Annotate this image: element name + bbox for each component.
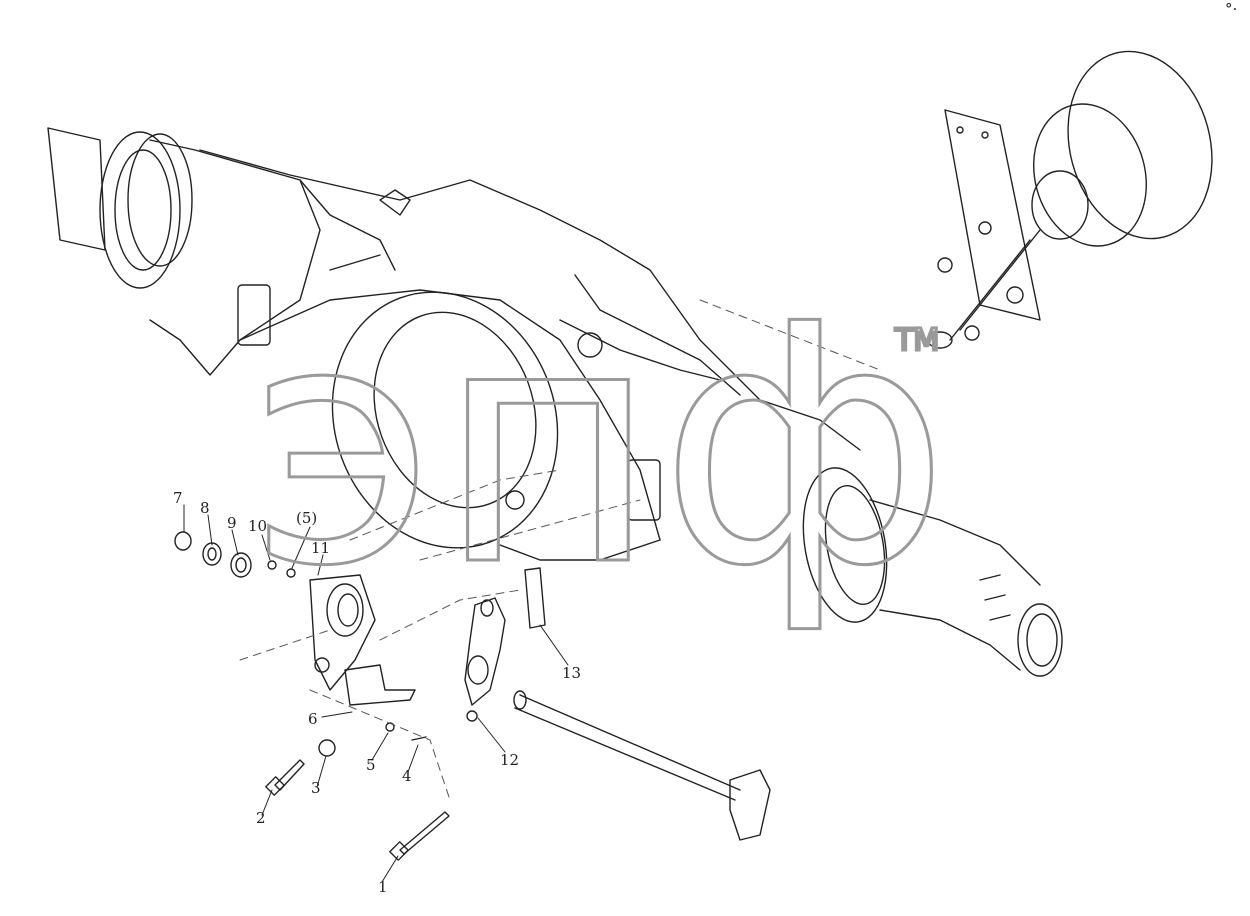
callout-1: 1	[378, 878, 388, 896]
slack-adjuster	[309, 574, 416, 706]
part-9-washer	[230, 552, 252, 578]
part-10-nut	[267, 560, 277, 570]
callout-5: 5	[366, 756, 376, 774]
left-axle-tube	[47, 127, 321, 376]
part-1-bolt	[399, 811, 450, 855]
callout-6: 6	[308, 710, 318, 728]
callout-8: 8	[200, 499, 210, 517]
part-7-ring	[174, 531, 192, 551]
callout-4: 4	[402, 767, 412, 785]
part-13-plate	[524, 567, 546, 629]
callout-11: 11	[311, 539, 330, 557]
callout-7: 7	[173, 489, 183, 507]
callout-13: 13	[562, 664, 581, 682]
part-8-washer	[202, 542, 222, 566]
spring-seat-left	[237, 284, 271, 346]
watermark-tm: TM	[894, 323, 939, 358]
camshaft	[513, 690, 771, 841]
callout-5-paren: (5)	[296, 509, 317, 527]
brake-chamber	[927, 50, 1213, 349]
callout-labels: 1 2 3 4 5 (5) 6 7 8 9 10 11 12 13	[173, 489, 581, 896]
differential-housing	[199, 149, 861, 561]
spring-seat-right	[627, 459, 661, 521]
part-2-bolt	[274, 759, 305, 791]
right-spindle	[802, 467, 1063, 677]
callout-2: 2	[256, 809, 266, 827]
watermark-text: эпф	[250, 254, 950, 638]
part-3-washer	[318, 739, 336, 757]
watermark: эпф TM	[249, 253, 952, 640]
corner-mark: °·	[1225, 0, 1237, 18]
callout-12: 12	[500, 751, 519, 769]
part-12-lever	[464, 597, 506, 722]
part-4-bolt	[411, 736, 427, 741]
callout-3: 3	[311, 779, 321, 797]
callout-9: 9	[227, 514, 237, 532]
part-5p-washer	[286, 568, 296, 578]
callout-10: 10	[248, 517, 267, 535]
